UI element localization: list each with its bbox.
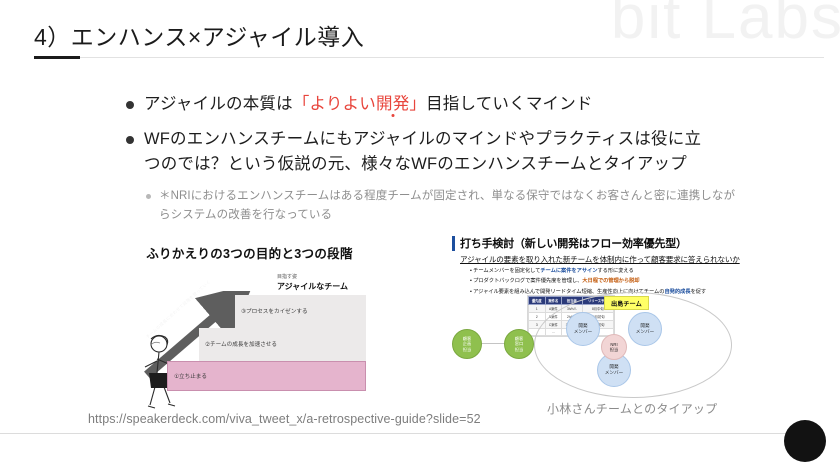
- right-figure-bullet-2: プロダクトバックログで案件優先度を管理し、大日程での管理から脱却: [470, 276, 706, 286]
- walking-person-icon: [144, 334, 176, 409]
- source-url-caption[interactable]: https://speakerdeck.com/viva_tweet_x/a-r…: [88, 412, 481, 426]
- right-figure-bullet-1: チームメンバーを固定化してチームに案件をアサインする形に変える: [470, 266, 706, 276]
- person-illustration: [137, 331, 189, 411]
- stair-step-1-label: ①立ち止まる: [174, 374, 207, 380]
- bullet-list: アジャイルの本質は「よりよい開発」目指していくマインド WFのエンハンスチームに…: [126, 92, 826, 225]
- right-figure-title: 打ち手検討（新しい開発はフロー効率優先型）: [460, 238, 687, 250]
- team-boundary-ellipse: [534, 292, 732, 398]
- sub-bullet-dot-icon: [146, 194, 151, 200]
- right-figure-bullet-3: アジャイル要素を組み込んで開発リードタイム短縮、生産性向上に向けてチームの自発的…: [470, 287, 706, 297]
- circle-label-line: 開発: [578, 323, 588, 329]
- stair-step-2-label: ②チームの成長を加速させる: [205, 342, 277, 348]
- presenter-camera-bubble[interactable]: [784, 420, 826, 462]
- title-divider-line: [34, 57, 824, 58]
- circle-label-line: 窓口: [514, 341, 524, 347]
- title-underline-accent: [34, 56, 80, 59]
- stair-step-2: ②チームの成長を加速させる: [199, 328, 366, 361]
- circle-label-line: 顧客: [514, 336, 524, 342]
- slide-canvas: bit Labs 4）エンハンス×アジャイル導入 アジャイルの本質は「よりよい開…: [0, 0, 840, 446]
- growth-arrow-icon: [144, 283, 254, 379]
- bullet-dot-icon: [126, 136, 134, 145]
- circle-label-line: メンバー: [573, 329, 593, 334]
- circle-label-line: NRI: [610, 341, 618, 347]
- circle-label-line: 開発: [609, 364, 619, 370]
- cell: 1: [528, 304, 546, 313]
- goal-caption-small: 目指す姿: [277, 274, 298, 280]
- bit-labs-watermark: bit Labs: [610, 0, 840, 52]
- circle-nri-lead: NRI 担当: [601, 334, 627, 360]
- bullet-item-2: WFのエンハンスチームにもアジャイルのマインドやプラクティスは役に立 つのでは？…: [126, 127, 826, 177]
- circle-label-line: メンバー: [604, 370, 624, 375]
- sub-bullet-item: ＊NRIにおけるエンハンスチームはある程度チームが固定され、単なる保守ではなくお…: [146, 187, 826, 225]
- circle-label-line: メンバー: [635, 329, 655, 334]
- right-figure-title-accent-bar: [452, 236, 455, 251]
- circle-label-line: 担当: [514, 346, 524, 352]
- bottom-divider: [0, 433, 812, 434]
- page-title: 4）エンハンス×アジャイル導入: [34, 24, 365, 50]
- right-figure-caption: 小林さんチームとのタイアップ: [547, 402, 718, 416]
- bullet-item-2-text: WFのエンハンスチームにもアジャイルのマインドやプラクティスは役に立 つのでは？…: [144, 127, 701, 177]
- circle-label-line: 開発: [640, 323, 650, 329]
- backlog-th-0: 優先度: [528, 296, 546, 305]
- circle-customer-planning: 顧客 企画 担当: [452, 329, 482, 359]
- circle-label-line: 担当: [462, 346, 472, 352]
- stair-step-3: ③プロセスをカイゼンする: [235, 295, 366, 328]
- left-figure-title: ふりかえりの3つの目的と3つの段階: [146, 247, 353, 261]
- right-figure-dejima-team: 打ち手検討（新しい開発はフロー効率優先型） アジャイルの要素を取り入れた新チーム…: [452, 234, 740, 398]
- right-figure-lead: アジャイルの要素を取り入れた新チームを体制内に作って顧客要求に答えられないか: [460, 255, 740, 264]
- circle-label-line: 顧客: [462, 336, 472, 342]
- right-figure-bullet-list: チームメンバーを固定化してチームに案件をアサインする形に変える プロダクトバック…: [470, 266, 706, 297]
- circle-customer-window: 顧客 窓口 担当: [504, 329, 534, 359]
- circle-dev-member-1: 開発 メンバー: [566, 312, 600, 346]
- bullet-item-2-line-2: つのでは？という仮説の元、様々なWFのエンハンスチームとタイアップ: [144, 155, 687, 174]
- goal-caption-large: アジャイルなチーム: [277, 282, 349, 291]
- bullet-dot-icon: [126, 101, 134, 109]
- left-figure-retrospective-stairs: ふりかえりの3つの目的と3つの段階 目指す姿 アジャイルなチーム チームの成長に…: [133, 243, 366, 409]
- dejima-team-chip: 出島チーム: [604, 296, 649, 310]
- sub-bullet-text: ＊NRIにおけるエンハンスチームはある程度チームが固定され、単なる保守ではなくお…: [159, 190, 736, 222]
- stair-step-3-label: ③プロセスをカイゼンする: [241, 309, 308, 315]
- connector-line: [480, 343, 506, 344]
- bullet-1-highlight: 「よりよい開発」: [292, 95, 427, 113]
- growth-arrow: チームの成長に合わせて段階を登っていく: [141, 279, 254, 381]
- circle-label-line: 担当: [609, 347, 619, 352]
- stair-step-1: ①立ち止まる: [167, 361, 366, 391]
- circle-dev-member-2: 開発 メンバー: [628, 312, 662, 346]
- stairs-diagram: 目指す姿 アジャイルなチーム チームの成長に合わせて段階を登っていく: [133, 273, 366, 409]
- backlog-th-1: 案件名: [544, 296, 563, 305]
- circle-label-line: 企画: [462, 341, 472, 347]
- bullet-1-emphasis: 開発: [376, 95, 410, 113]
- cell: 2: [528, 312, 546, 321]
- bullet-item-1: アジャイルの本質は「よりよい開発」目指していくマインド: [126, 92, 826, 117]
- bullet-item-1-text: アジャイルの本質は「よりよい開発」目指していくマインド: [144, 95, 593, 113]
- bullet-item-2-line-1: WFのエンハンスチームにもアジャイルのマインドやプラクティスは役に立: [144, 130, 702, 149]
